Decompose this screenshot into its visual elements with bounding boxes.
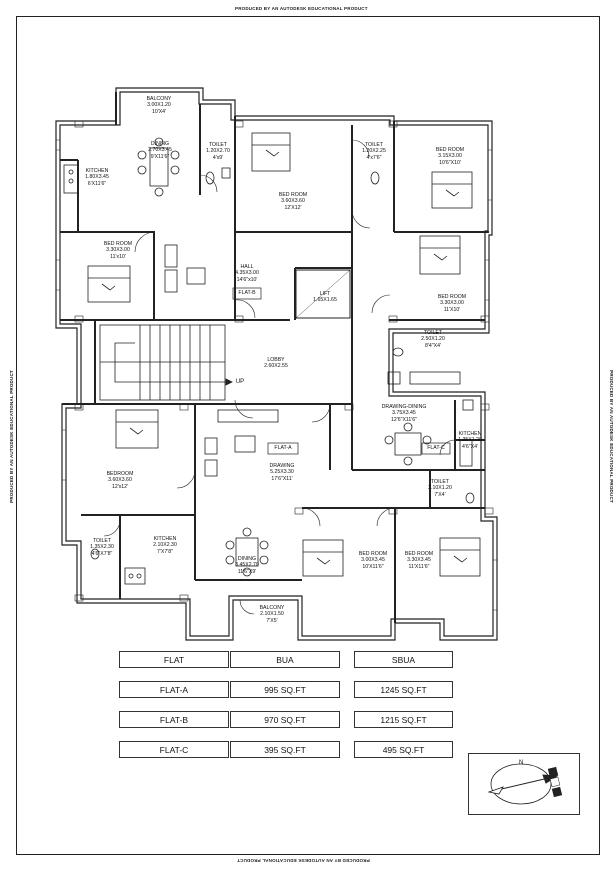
cell-flat: FLAT-A bbox=[119, 681, 229, 698]
tag-flat-b: FLAT-B bbox=[238, 290, 256, 296]
toilet-fixtures bbox=[90, 167, 475, 560]
tag-flat-a: FLAT-A bbox=[274, 445, 292, 451]
lift-cross bbox=[295, 269, 351, 319]
flat-c-tag-box bbox=[421, 442, 451, 455]
label-stair-up: UP bbox=[235, 379, 245, 385]
header-bua: BUA bbox=[230, 651, 340, 668]
cell-bua: 995 SQ.FT bbox=[230, 681, 340, 698]
stamp-top: PRODUCED BY AN AUTODESK EDUCATIONAL PROD… bbox=[235, 6, 368, 11]
table-row: FLAT-A 995 SQ.FT 1245 SQ.FT bbox=[119, 681, 453, 698]
drawing-frame bbox=[16, 16, 600, 855]
header-flat: FLAT bbox=[119, 651, 229, 668]
cell-bua: 970 SQ.FT bbox=[230, 711, 340, 728]
cell-sbua: 495 SQ.FT bbox=[354, 741, 453, 758]
tag-flat-c: FLAT-C bbox=[427, 445, 445, 451]
north-arrow-icon bbox=[487, 763, 563, 805]
north-label: N bbox=[519, 760, 524, 766]
cell-bua: 395 SQ.FT bbox=[230, 741, 340, 758]
north-arrow-box: N bbox=[468, 753, 580, 815]
header-sbua: SBUA bbox=[354, 651, 453, 668]
cell-sbua: 1215 SQ.FT bbox=[354, 711, 453, 728]
flat-a-tag-box bbox=[267, 442, 299, 455]
area-table-header: FLAT BUA SBUA bbox=[119, 651, 453, 668]
dining-sets bbox=[137, 137, 432, 577]
columns bbox=[74, 120, 494, 602]
cell-sbua: 1245 SQ.FT bbox=[354, 681, 453, 698]
table-row: FLAT-B 970 SQ.FT 1215 SQ.FT bbox=[119, 711, 453, 728]
door-swings bbox=[103, 139, 456, 615]
lift-shaft bbox=[295, 269, 351, 319]
kitchen-counters bbox=[63, 164, 473, 585]
sofa-icons bbox=[164, 244, 474, 477]
bed-icons bbox=[87, 132, 481, 577]
cell-flat: FLAT-B bbox=[119, 711, 229, 728]
table-row: FLAT-C 395 SQ.FT 495 SQ.FT bbox=[119, 741, 453, 758]
staircase bbox=[99, 324, 233, 401]
interior-walls bbox=[60, 92, 489, 623]
flat-b-tag-box bbox=[232, 287, 262, 300]
cell-flat: FLAT-C bbox=[119, 741, 229, 758]
window-openings bbox=[56, 139, 497, 611]
